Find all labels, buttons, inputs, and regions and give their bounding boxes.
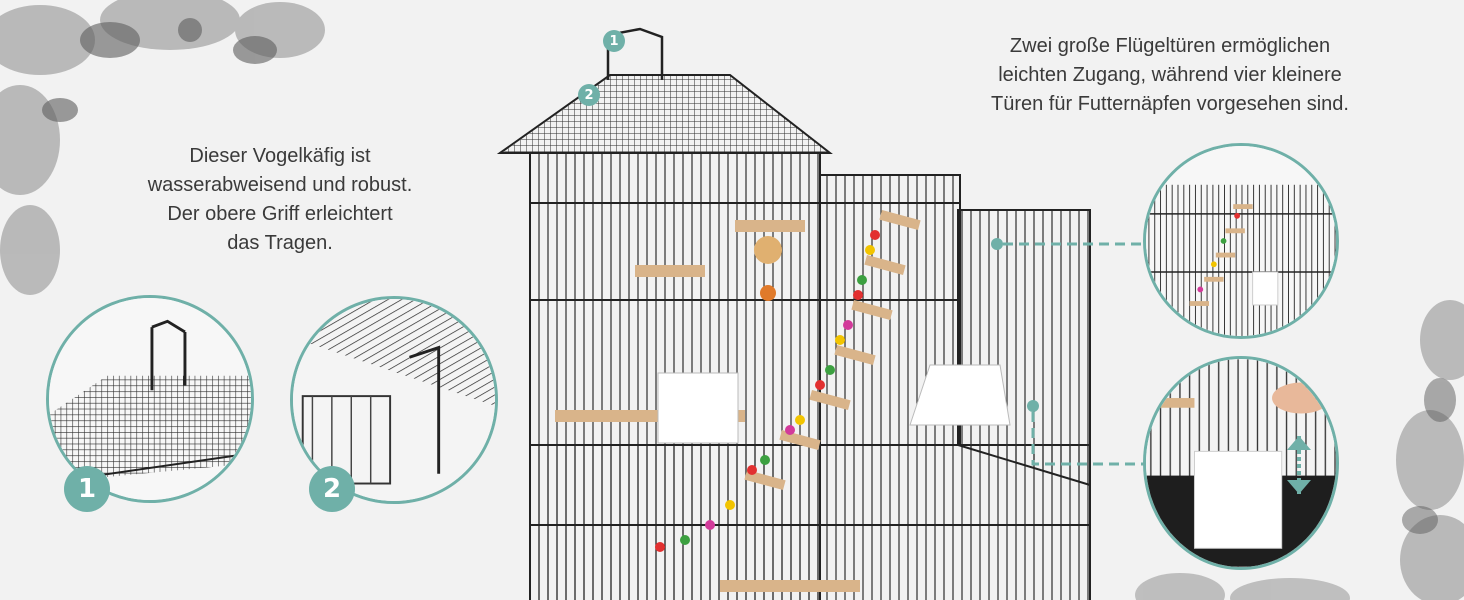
left-caption-line: das Tragen.: [227, 232, 333, 254]
left-caption-line: Dieser Vogelkäfig ist: [189, 145, 371, 167]
left-caption: Dieser Vogelkäfig ist wasserabweisend un…: [115, 142, 445, 258]
badge-1-handle-marker: 1: [603, 30, 625, 52]
badge-2-large: 2: [309, 466, 355, 512]
floral-decoration-top-left: [0, 0, 325, 295]
floral-decoration-bottom-right: [1135, 573, 1350, 600]
right-caption-line: Zwei große Flügeltüren ermöglichen: [1009, 35, 1331, 57]
dashed-connector-lines: [991, 238, 1145, 466]
left-caption-line: Der obere Griff erleichtert: [167, 203, 393, 225]
right-caption-line: leichten Zugang, während vier kleinere: [998, 64, 1342, 86]
left-caption-line: wasserabweisend und robust.: [147, 174, 413, 196]
right-caption-line: Türen für Futternäpfen vorgesehen sind.: [991, 93, 1349, 115]
right-caption: Zwei große Flügeltüren ermöglichen leich…: [940, 32, 1400, 119]
doors-detail-image: [1143, 143, 1339, 339]
floral-decoration-right: [1396, 300, 1464, 600]
bird-cage-image: [496, 27, 1091, 600]
badge-2-roof-marker: 2: [578, 84, 600, 106]
badge-1-large: 1: [64, 466, 110, 512]
up-down-arrow-icon: [1287, 436, 1311, 494]
